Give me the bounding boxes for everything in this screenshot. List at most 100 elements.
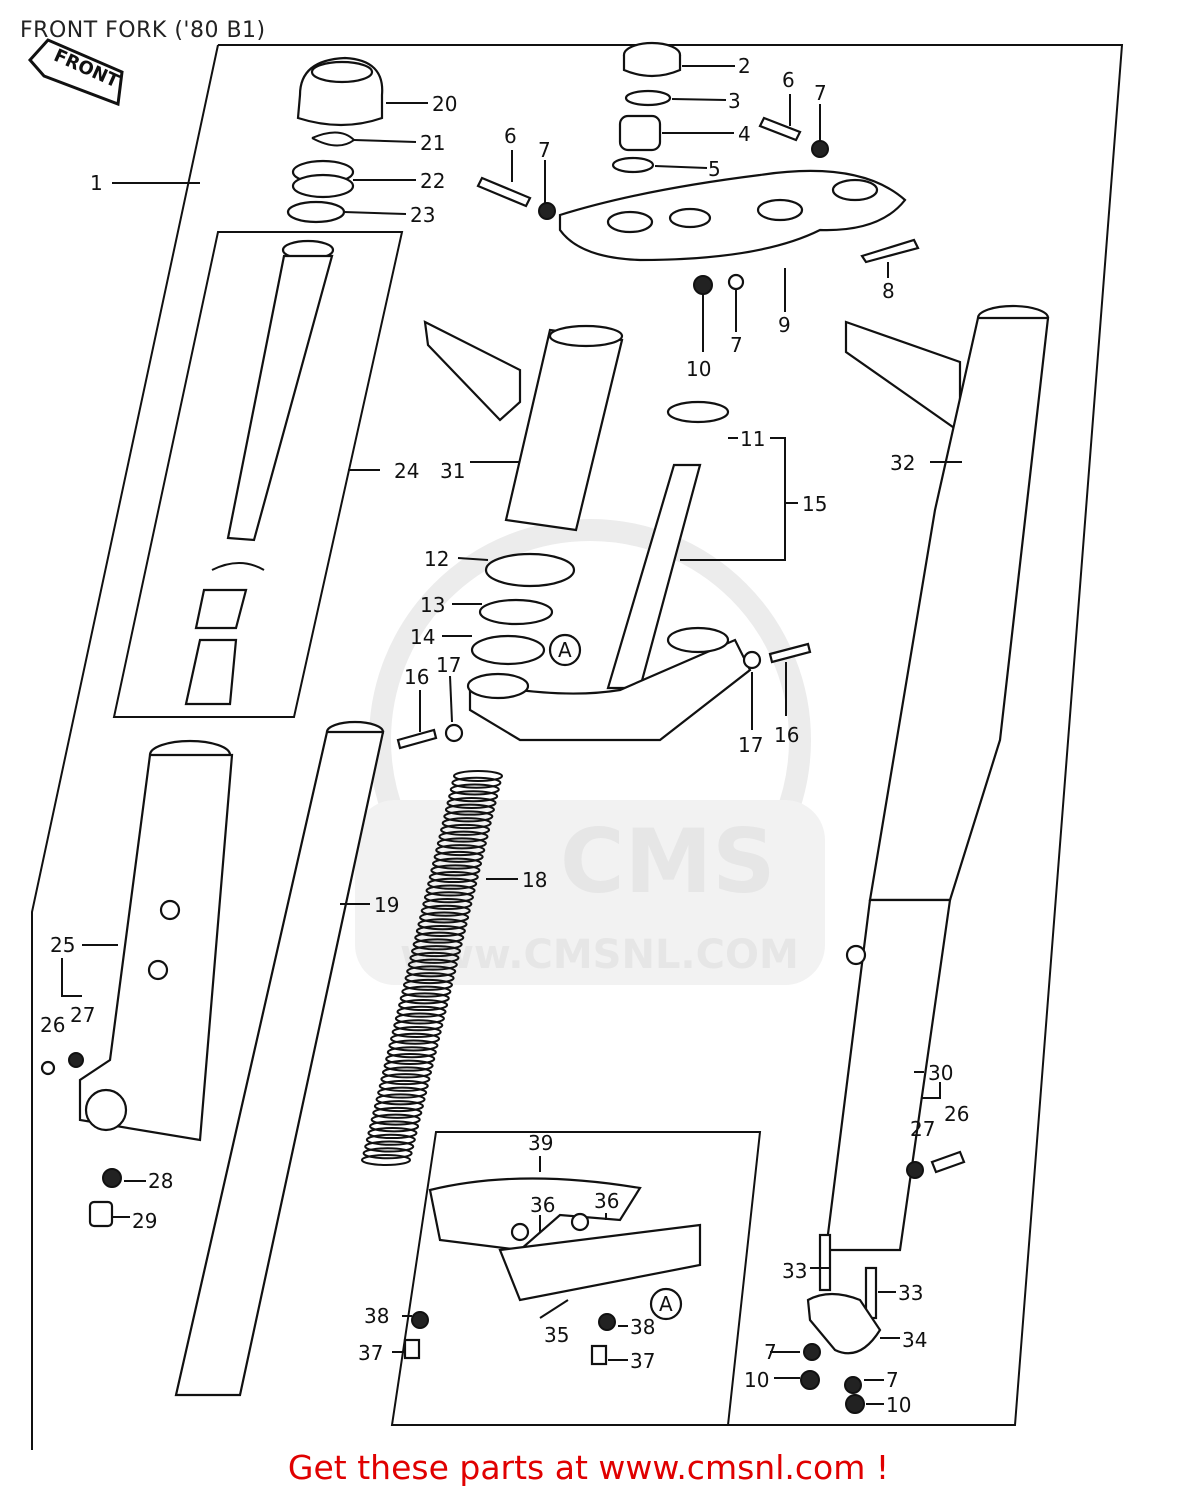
bearing-13 [478,598,554,626]
callout-3: 3 [728,89,741,113]
callout-7-e: 7 [886,1368,899,1392]
left-cover-top [548,324,624,348]
spring-coil [438,830,489,843]
callout-29: 29 [132,1209,157,1233]
fork-top-cover-rim [310,60,374,84]
callout-31: 31 [440,459,465,483]
spring-coil [391,1026,442,1038]
spring-coil [370,1113,421,1126]
axle-clamp-hole [845,944,867,966]
callout-16-right: 16 [774,723,799,747]
spring-coil [427,877,478,890]
callout-12: 12 [424,547,449,571]
spring-coil [394,1012,445,1025]
footer-cta[interactable]: Get these parts at www.cmsnl.com ! [287,1448,890,1487]
ref-mark-a [548,633,582,667]
washer-7-lower-right [844,1376,862,1394]
screw-26-right [930,1150,966,1174]
spring-coil [432,857,483,870]
bracket-hole-2 [668,207,712,229]
callout-34: 34 [902,1328,927,1352]
spring-coil [411,945,462,958]
callout-7-c: 7 [730,333,743,357]
bolt-37-right [590,1344,608,1366]
callout-6-right: 6 [782,68,795,92]
leader-lines [61,65,962,1405]
spring-coil [446,796,497,809]
callout-25: 25 [50,933,75,957]
bracket-hole-3 [756,198,804,222]
spring-coil [420,904,471,917]
spring-coil [441,817,492,830]
callout-18: 18 [522,868,547,892]
circlip [624,89,672,107]
spring-coil [372,1106,423,1119]
spring-coil [425,884,476,897]
spring-coil [390,1032,441,1045]
spring-coil [436,837,487,850]
spring-coil [364,1140,415,1153]
spring-coil [433,850,484,863]
callout-37-left: 37 [358,1341,383,1365]
diagram-title: FRONT FORK ('80 B1) [20,18,266,43]
bolt-right [758,116,802,142]
spring-coil [401,985,452,998]
washer-17-left [444,723,464,743]
headlight-bracket-right [844,320,962,435]
damper-cylinder [226,254,334,542]
bracket-hole-4 [831,178,879,202]
drain-screw-29 [88,1200,114,1228]
axle-hole [84,1088,128,1132]
left-outer-tube [78,753,234,1142]
spring-coil [449,783,500,796]
lower-bracket-hole-right [666,626,730,654]
hose-guide-39 [428,1177,642,1252]
callout-27-left: 27 [70,1003,95,1027]
spring-coil [378,1079,429,1092]
spring-coil [414,931,465,944]
lower-bracket-hole-left [466,672,530,700]
top-plug [618,114,662,152]
callout-21: 21 [420,131,445,155]
callout-28: 28 [148,1169,173,1193]
damper-spring-small [194,588,248,630]
cylinder-ring [211,562,265,571]
callout-38-right: 38 [630,1315,655,1339]
washer-right [811,140,829,158]
spring-coil [407,958,458,971]
clip [311,131,356,147]
callout-27-right: 27 [910,1117,935,1141]
callout-10-c: 10 [886,1393,911,1417]
left-fork-cover [504,328,624,532]
callout-37-right: 37 [630,1349,655,1373]
callout-1: 1 [90,171,103,195]
spring-coil [435,844,486,857]
bolt-36-right [570,1212,590,1232]
washer-17-right [742,650,762,670]
right-fork-lower [824,898,952,1252]
callout-36-left: 36 [530,1193,555,1217]
bolt-8 [860,238,920,264]
washer-38-right [598,1313,616,1331]
callout-8: 8 [882,279,895,303]
stud-33-left [818,1233,832,1292]
cylinder-base [184,638,238,706]
callout-26-left: 26 [40,1013,65,1037]
washer [286,200,346,224]
axle-clamp [806,1292,882,1355]
washer-left [538,202,556,220]
spring-coil [398,999,449,1012]
callout-2: 2 [738,54,751,78]
callout-22: 22 [420,169,445,193]
spring-coil [385,1052,436,1065]
washer-7 [727,273,745,291]
fork-spring [361,770,503,1166]
right-fork-tube [868,316,1050,902]
o-ring [611,156,655,174]
spring-coil [383,1059,434,1072]
callout-26-right: 26 [944,1102,969,1126]
spring-coil [377,1086,428,1099]
callout-15: 15 [802,492,827,516]
spring-coil [393,1019,444,1032]
screw-26-left [40,1060,56,1076]
